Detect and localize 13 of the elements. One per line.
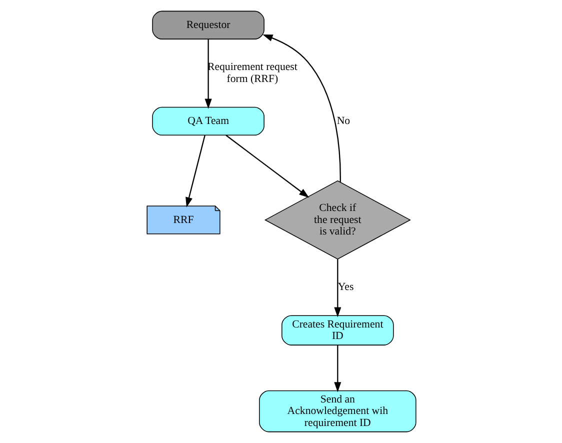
- node-box: Creates Requirement ID: [281, 315, 394, 346]
- edge-label: No: [336, 115, 350, 128]
- arrow: [225, 134, 309, 198]
- edge-label: Yes: [337, 281, 354, 294]
- node-box: QA Team: [152, 106, 264, 136]
- arrow: [334, 259, 341, 318]
- node-diamond: Check if the request is valid?: [264, 180, 410, 260]
- node-box: Send an Acknowledgement wih requirement ID: [258, 390, 416, 432]
- arrow: [262, 34, 340, 182]
- node-box: Requestor: [152, 10, 264, 40]
- arrow: [334, 345, 341, 392]
- arrow: [185, 135, 205, 208]
- arrow: [204, 39, 212, 109]
